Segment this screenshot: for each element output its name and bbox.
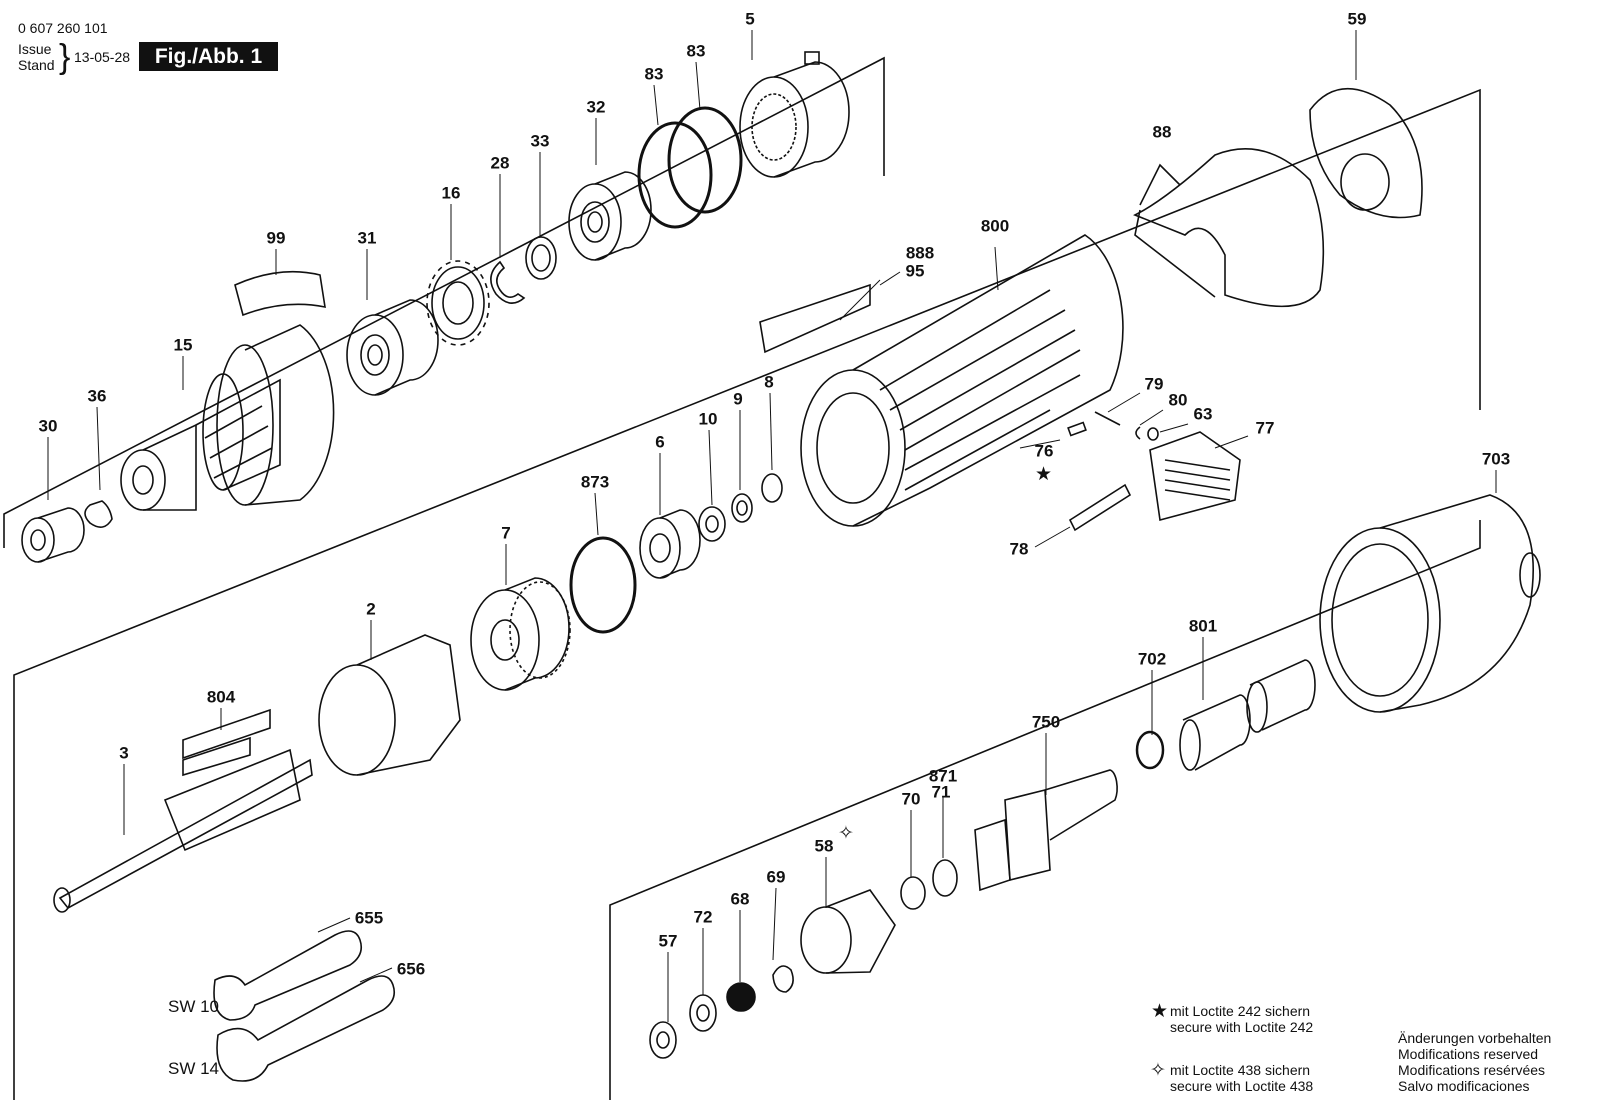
header-brace: } bbox=[59, 38, 71, 76]
part-label-57: 57 bbox=[658, 931, 678, 951]
issue-label: Issue bbox=[18, 41, 52, 57]
part-label-656: 656 bbox=[396, 959, 426, 979]
part-label-6: 6 bbox=[655, 432, 665, 452]
part-800-motor-housing bbox=[800, 234, 1124, 527]
part-label-83a: 83 bbox=[686, 41, 706, 61]
part-16-star-washer bbox=[426, 260, 490, 346]
part-59-cap bbox=[1309, 87, 1423, 219]
star-symbol-76: ★ bbox=[1035, 464, 1053, 485]
part-label-655: 655 bbox=[354, 908, 384, 928]
part-label-80: 80 bbox=[1168, 390, 1188, 410]
part-label-873: 873 bbox=[580, 472, 610, 492]
part-label-78: 78 bbox=[1009, 539, 1029, 559]
figure-label: Fig./Abb. 1 bbox=[139, 42, 278, 71]
part-label-28: 28 bbox=[490, 153, 510, 173]
part-label-71: 71 bbox=[931, 782, 951, 802]
part-873-o-ring bbox=[569, 536, 637, 634]
part-label-36: 36 bbox=[87, 386, 107, 406]
part-750-hose-nipple bbox=[974, 769, 1118, 892]
part-label-72: 72 bbox=[693, 907, 713, 927]
part-801-tubes bbox=[1179, 659, 1316, 771]
part-label-58: 58 bbox=[814, 836, 834, 856]
small-valve-parts bbox=[649, 965, 794, 1059]
part-label-7: 7 bbox=[501, 523, 511, 543]
part-label-3: 3 bbox=[119, 743, 129, 763]
part-label-702: 702 bbox=[1137, 649, 1167, 669]
leader-lines bbox=[47, 30, 1497, 1022]
part-label-30: 30 bbox=[38, 416, 58, 436]
wrenches bbox=[213, 930, 396, 1082]
modifications-en: Modifications reserved bbox=[1398, 1046, 1539, 1062]
part-label-95: 95 bbox=[905, 261, 925, 281]
part-3-rotor bbox=[53, 748, 313, 913]
modifications-fr: Modifications resérvées bbox=[1398, 1062, 1546, 1078]
boundary-lines bbox=[3, 56, 1481, 1100]
part-2-cylinder bbox=[318, 634, 461, 776]
part-label-88: 88 bbox=[1152, 122, 1172, 142]
modifications-de: Änderungen vorbehalten bbox=[1398, 1030, 1552, 1046]
part-15-housing bbox=[120, 324, 335, 511]
part-36-clip bbox=[84, 500, 113, 528]
part-703-cover bbox=[1319, 494, 1541, 713]
part-label-70: 70 bbox=[901, 789, 921, 809]
modifications-es: Salvo modificaciones bbox=[1398, 1078, 1530, 1094]
part-label-68: 68 bbox=[730, 889, 750, 909]
part-label-15: 15 bbox=[173, 335, 193, 355]
open-star-legend-icon: ✧ bbox=[1150, 1060, 1166, 1081]
star-legend-icon: ★ bbox=[1151, 1001, 1169, 1022]
part-label-32: 32 bbox=[586, 97, 606, 117]
note-loctite-242-en: secure with Loctite 242 bbox=[1170, 1019, 1314, 1035]
note-loctite-242-de: mit Loctite 242 sichern bbox=[1170, 1003, 1311, 1019]
parts-70-71 bbox=[900, 859, 958, 910]
small-washers bbox=[639, 473, 783, 579]
part-label-888: 888 bbox=[905, 243, 935, 263]
part-58-screw bbox=[800, 889, 896, 974]
part-99-label bbox=[234, 270, 326, 317]
part-label-2: 2 bbox=[366, 599, 376, 619]
part-label-750: 750 bbox=[1031, 712, 1061, 732]
part-label-99: 99 bbox=[266, 228, 286, 248]
part-label-801: 801 bbox=[1188, 616, 1218, 636]
part-label-79: 79 bbox=[1144, 374, 1164, 394]
part-804-blades bbox=[182, 708, 271, 777]
part-label-69: 69 bbox=[766, 867, 786, 887]
part-702-clamp bbox=[1135, 730, 1165, 770]
part-88-sleeve bbox=[1133, 148, 1325, 308]
part-31-bearing bbox=[346, 299, 439, 396]
part-label-63: 63 bbox=[1193, 404, 1213, 424]
part-label-5: 5 bbox=[745, 9, 755, 29]
part-83-o-rings bbox=[637, 106, 743, 229]
part-label-703: 703 bbox=[1481, 449, 1511, 469]
part-label-83b: 83 bbox=[644, 64, 664, 84]
part-label-10: 10 bbox=[698, 409, 718, 429]
part-33-washer bbox=[525, 236, 557, 280]
part-888-label bbox=[759, 283, 871, 354]
part-32-bearing bbox=[568, 171, 652, 261]
part-28-circlip bbox=[490, 260, 526, 304]
part-label-76: 76 bbox=[1034, 441, 1054, 461]
part-label-16: 16 bbox=[441, 183, 461, 203]
part-label-871: 871 bbox=[928, 766, 958, 786]
open-star-symbol-58: ✧ bbox=[838, 823, 854, 844]
part-30-nut bbox=[21, 507, 85, 563]
part-label-31: 31 bbox=[357, 228, 377, 248]
note-loctite-438-en: secure with Loctite 438 bbox=[1170, 1078, 1314, 1094]
part-label-800: 800 bbox=[980, 216, 1010, 236]
issue-date: 13-05-28 bbox=[74, 49, 131, 65]
note-loctite-438-de: mit Loctite 438 sichern bbox=[1170, 1062, 1311, 1078]
part-label-804: 804 bbox=[206, 687, 236, 707]
part-label-9: 9 bbox=[733, 389, 743, 409]
part-label-59: 59 bbox=[1347, 9, 1367, 29]
part-label-33: 33 bbox=[530, 131, 550, 151]
part-7-gear bbox=[470, 577, 571, 691]
wrench-label-sw14: SW 14 bbox=[168, 1059, 220, 1078]
document-number: 0 607 260 101 bbox=[18, 20, 108, 36]
part-label-77: 77 bbox=[1255, 418, 1275, 438]
part-label-8: 8 bbox=[764, 372, 774, 392]
valve-small-parts bbox=[1067, 411, 1241, 532]
stand-label: Stand bbox=[18, 57, 55, 73]
part-5-ring-gear bbox=[739, 51, 850, 178]
wrench-label-sw10: SW 10 bbox=[168, 997, 220, 1016]
